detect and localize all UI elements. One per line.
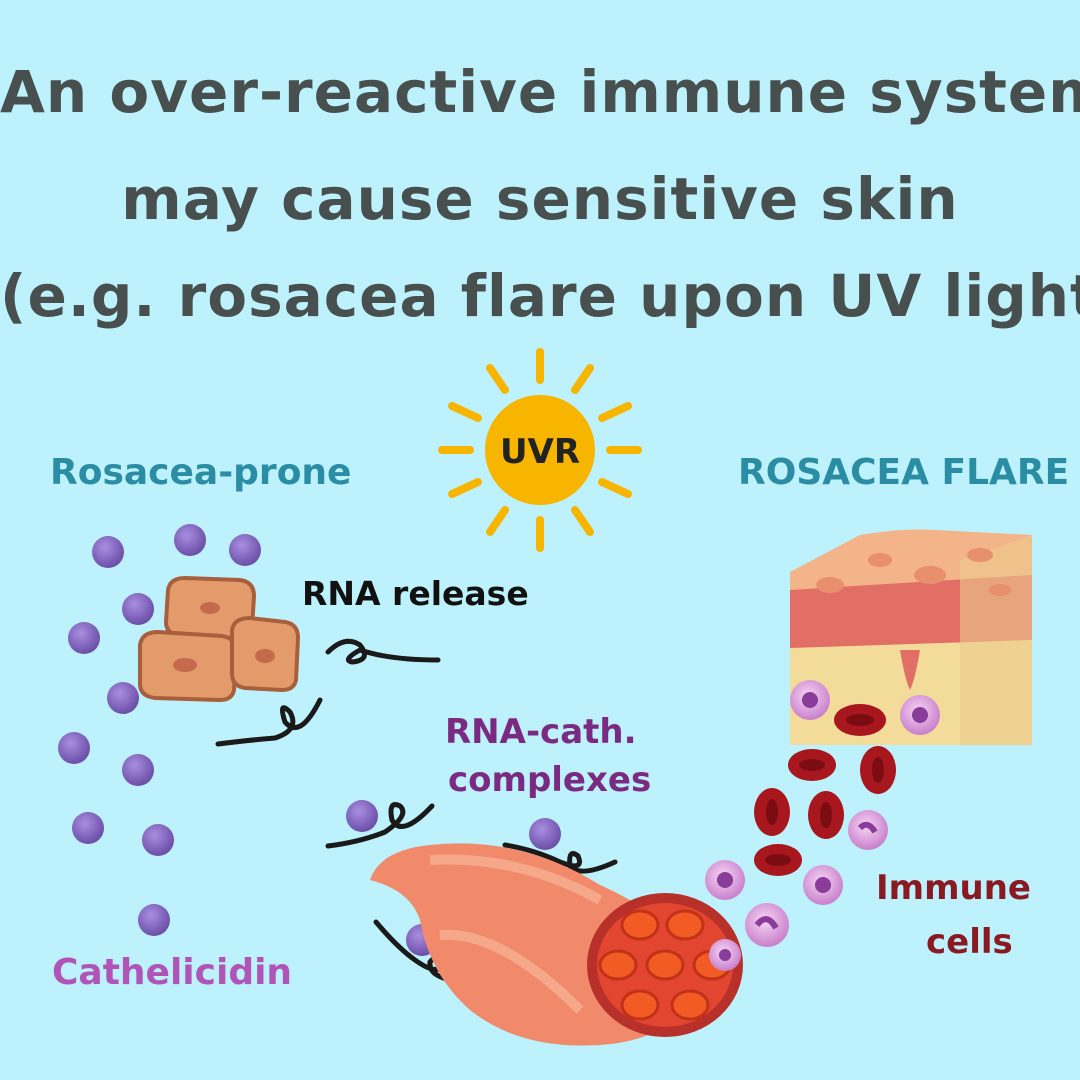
rosacea-flare-label: ROSACEA FLARE <box>738 452 1070 493</box>
complex-dot <box>529 818 561 850</box>
cathelicidin-dot <box>68 622 100 654</box>
rna-strand <box>215 697 323 747</box>
immune-cell <box>709 939 741 971</box>
cathelicidin-dot <box>72 812 104 844</box>
rna-strand <box>502 842 618 874</box>
title-line-2: may cause sensitive skin <box>121 165 959 233</box>
rosacea-prone-label: Rosacea-prone <box>50 452 352 493</box>
cathelicidin-dot <box>58 732 90 764</box>
cathelicidin-label: Cathelicidin <box>52 952 293 993</box>
skin-cells-icon <box>138 575 301 703</box>
cathelicidin-dot <box>122 754 154 786</box>
red-blood-cell <box>788 749 836 781</box>
sun-label: UVR <box>500 432 580 472</box>
cathelicidin-dot <box>92 536 124 568</box>
immune-cell <box>900 695 940 735</box>
title-line-3: (e.g. rosacea flare upon UV light) <box>0 262 1080 330</box>
immune-cells-label-line-1: Immune <box>876 868 1031 908</box>
immune-cells-label-line-2: cells <box>926 922 1013 962</box>
red-blood-cell <box>834 704 886 736</box>
immune-cell-stream <box>705 746 896 971</box>
cathelicidin-dot <box>142 824 174 856</box>
rna-strand <box>325 638 441 665</box>
immune-cell <box>848 810 888 850</box>
rna-strand <box>325 802 435 849</box>
red-blood-cell <box>754 844 802 876</box>
title-line-1: An over-reactive immune system <box>0 58 1080 126</box>
rna-release-label: RNA release <box>302 574 529 613</box>
cathelicidin-dots <box>58 524 261 936</box>
cathelicidin-dot <box>107 682 139 714</box>
rna-cath-label-line-2: complexes <box>448 760 652 800</box>
cathelicidin-dot <box>138 904 170 936</box>
red-blood-cell <box>808 791 844 839</box>
red-blood-cell <box>754 788 790 836</box>
cathelicidin-dot <box>174 524 206 556</box>
cathelicidin-dot <box>229 534 261 566</box>
complex-dot <box>346 800 378 832</box>
immune-cell <box>745 903 789 947</box>
sun-icon <box>438 348 642 552</box>
cathelicidin-dot <box>122 593 154 625</box>
immune-cell <box>705 860 745 900</box>
red-blood-cell <box>860 746 896 794</box>
skin-block-icon <box>790 529 1032 745</box>
blood-vessel-icon <box>370 843 743 1046</box>
rna-cath-label-line-1: RNA-cath. <box>445 712 637 752</box>
rna-cath-complex-dots <box>346 800 561 956</box>
immune-cell <box>803 865 843 905</box>
immune-cell <box>790 680 830 720</box>
